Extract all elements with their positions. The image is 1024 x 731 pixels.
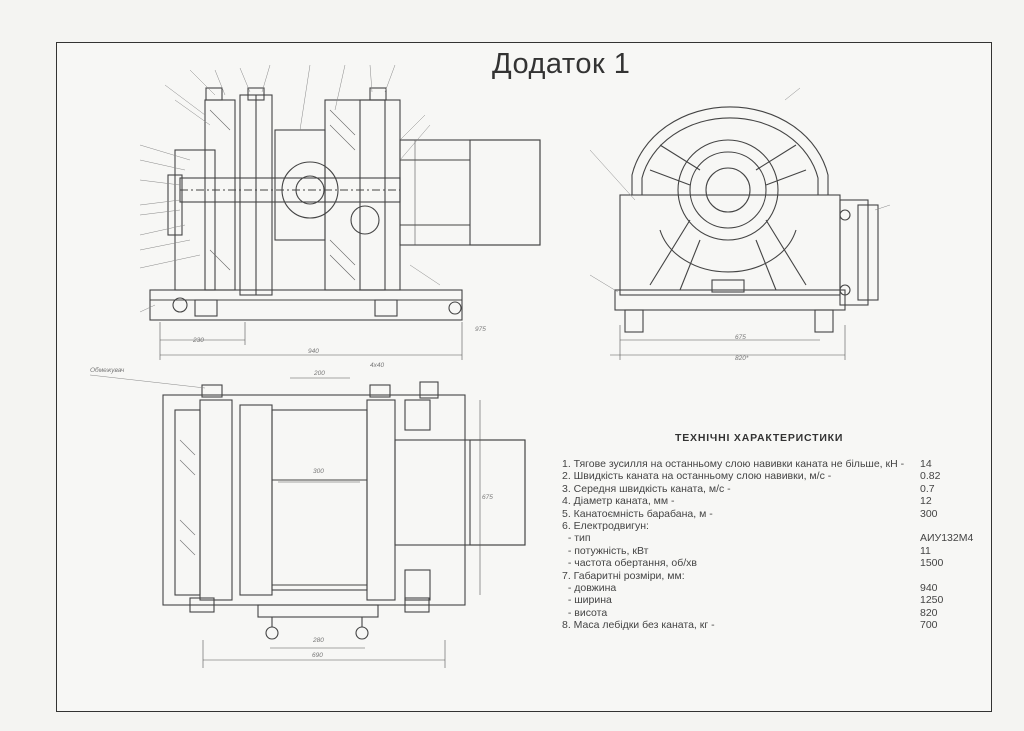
spec-label: - ширина (562, 594, 612, 607)
spec-value: 0.82 (920, 470, 941, 483)
dim-label: 940 (308, 348, 319, 355)
spec-value: 14 (920, 458, 932, 470)
spec-label: - тип (562, 532, 591, 545)
spec-label: - потужність, кВт (562, 544, 649, 557)
spec-label: - частота обертання, об/хв (562, 557, 697, 570)
dim-label: 690 (312, 652, 323, 659)
spec-value: 300 (920, 507, 938, 520)
spec-label: - висота (562, 606, 608, 619)
dim-label: 675 (735, 334, 746, 341)
spec-label: 6. Електродвигун: (562, 520, 649, 532)
spec-value: 11 (920, 544, 931, 557)
spec-value: АИУ132М4 (920, 532, 974, 545)
spec-label: 4. Діаметр каната, мм - (562, 495, 675, 508)
spec-value: 940 (920, 582, 938, 594)
spec-label: 7. Габаритні розміри, мм: (562, 569, 685, 582)
dim-label: 975 (475, 326, 486, 333)
dim-label: 280 (313, 637, 324, 644)
page-title: Додаток 1 (492, 48, 631, 80)
spec-label: 8. Маса лебідки без каната, кг - (562, 619, 715, 632)
dim-label: 820* (735, 355, 749, 362)
spec-label: 1. Тягове зусилля на останньому слою нав… (562, 458, 905, 470)
spec-label: - довжина (562, 582, 617, 594)
spec-label: 5. Канатоємність барабана, м - (562, 507, 713, 520)
dim-label: 200 (314, 370, 325, 377)
spec-label: 3. Середня швидкість каната, м/с - (562, 482, 731, 495)
dim-label: 4x40 (370, 362, 385, 369)
dim-label: 300 (313, 468, 324, 475)
spec-value: 700 (920, 619, 938, 632)
side-view (139, 64, 541, 360)
spec-value: 1500 (920, 557, 944, 570)
dim-label: 230 (193, 337, 204, 344)
dim-label: 675 (482, 494, 493, 501)
spec-value: 820 (920, 606, 938, 619)
spec-value: 0.7 (920, 482, 935, 495)
front-view (589, 87, 891, 360)
top-view (89, 374, 526, 668)
spec-label: 2. Швидкість каната на останньому слою н… (562, 470, 832, 483)
limiter-label: Обмежувач (90, 367, 125, 374)
spec-value: 1250 (920, 594, 944, 607)
specs-heading: ТЕХНІЧНІ ХАРАКТЕРИСТИКИ (675, 432, 844, 444)
spec-value: 12 (920, 495, 932, 508)
